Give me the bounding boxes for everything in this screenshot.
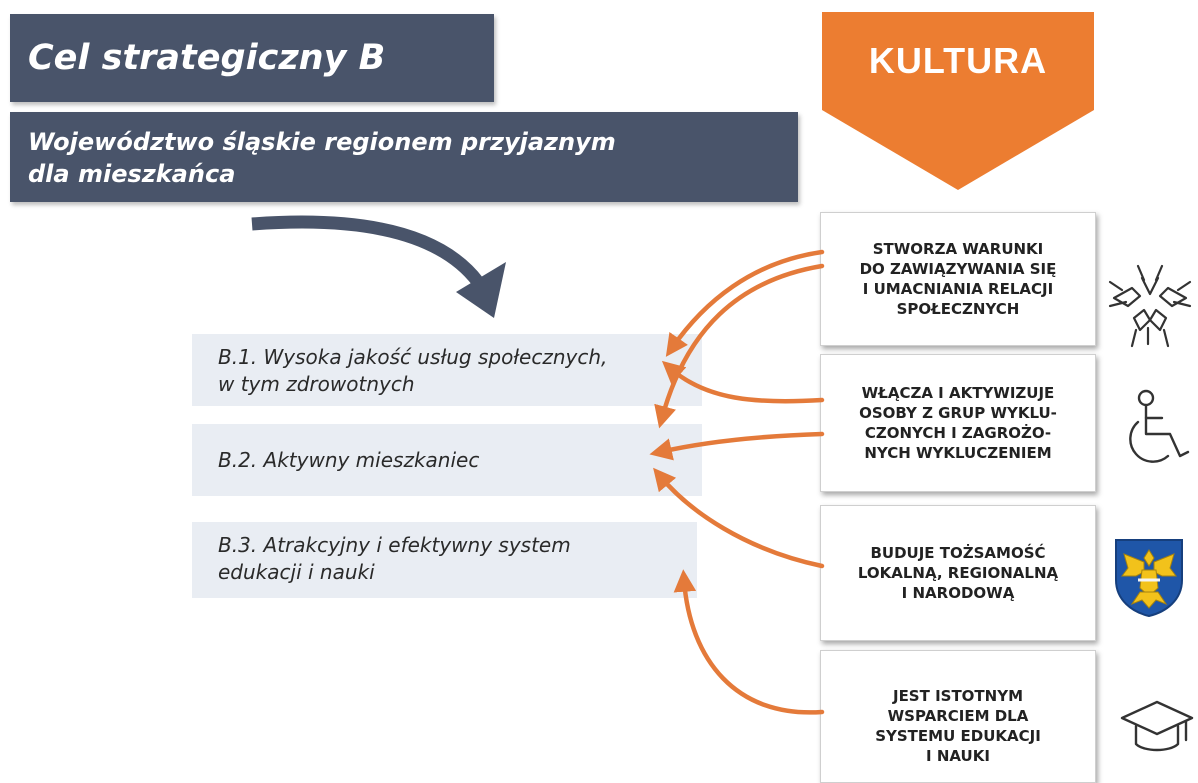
arrow-role1-to-b1 [665, 249, 825, 357]
kultura-header: KULTURA [822, 12, 1094, 110]
role-1-line-2: DO ZAWIĄZYWANIA SIĘ [859, 260, 1057, 278]
role-1-line-4: SPOŁECZNYCH [896, 300, 1020, 318]
goal-b3-line-1: B.3. Atrakcyjny i efektywny system [218, 533, 571, 557]
strategic-goal-subtitle: Województwo śląskie regionem przyjaznym … [10, 112, 798, 202]
subtitle-line-1: Województwo śląskie regionem przyjaznym [28, 128, 616, 156]
graduation-cap-icon [1120, 700, 1194, 752]
role-3-line-3: I NARODOWĄ [901, 584, 1015, 602]
goal-b1: B.1. Wysoka jakość usług społecznych, w … [192, 334, 702, 406]
role-4-line-4: I NAUKI [926, 746, 990, 765]
role-1-line-3: I UMACNIANIA RELACJI [862, 280, 1054, 298]
arrow-role2-to-b1 [661, 360, 825, 404]
kultura-down-arrow [822, 110, 1094, 190]
title-text: Cel strategiczny B [28, 38, 386, 78]
role-2-line-2: OSOBY Z GRUP WYKLU- [859, 404, 1057, 422]
goal-b3: B.3. Atrakcyjny i efektywny system eduka… [192, 522, 697, 598]
kultura-label: KULTURA [868, 40, 1048, 81]
strategic-goal-title: Cel strategiczny B [10, 14, 494, 102]
role-2-line-1: WŁĄCZA I AKTYWIZUJE [861, 384, 1055, 402]
main-curved-arrow [251, 215, 484, 287]
role-box-social-relations: STWORZA WARUNKI DO ZAWIĄZYWANIA SIĘ I UM… [820, 212, 1096, 346]
role-2-line-4: NYCH WYKLUCZENIEM [864, 444, 1052, 462]
role-3-line-1: BUDUJE TOŻSAMOŚĆ [870, 544, 1046, 562]
orange-connectors [649, 249, 825, 715]
role-2-line-3: CZONYCH I ZAGROŻO- [864, 424, 1052, 442]
arrow-role3-to-b2 [653, 467, 825, 569]
role-box-identity: BUDUJE TOŻSAMOŚĆ LOKALNĄ, REGIONALNĄ I N… [820, 505, 1096, 641]
role-box-inclusion: WŁĄCZA I AKTYWIZUJE OSOBY Z GRUP WYKLU- … [820, 354, 1096, 492]
wheelchair-icon [1129, 389, 1190, 463]
role-4-line-2: WSPARCIEM DLA [887, 706, 1029, 725]
arrow-role2-to-b2 [649, 431, 825, 461]
goal-b3-line-2: edukacji i nauki [218, 560, 375, 584]
role-box-education: JEST ISTOTNYM WSPARCIEM DLA SYSTEMU EDUK… [820, 650, 1096, 783]
subtitle-line-2: dla mieszkańca [28, 160, 236, 188]
main-curved-arrow-head [456, 262, 506, 318]
arrow-role4-to-b3 [673, 569, 825, 715]
role-3-line-2: LOKALNĄ, REGIONALNĄ [857, 564, 1059, 582]
goal-b2: B.2. Aktywny mieszkaniec [192, 424, 702, 496]
arrow-role1-to-b2 [654, 263, 825, 429]
silesia-coat-of-arms-icon [1115, 539, 1183, 618]
goal-b2-line-1: B.2. Aktywny mieszkaniec [218, 448, 480, 472]
goal-b1-line-1: B.1. Wysoka jakość usług społecznych, [218, 345, 608, 369]
goal-b1-line-2: w tym zdrowotnych [218, 372, 415, 396]
role-4-line-3: SYSTEMU EDUKACJI [875, 726, 1041, 745]
role-4-line-1: JEST ISTOTNYM [892, 686, 1024, 705]
hands-circle-icon [1108, 264, 1192, 348]
role-1-line-1: STWORZA WARUNKI [872, 240, 1044, 258]
